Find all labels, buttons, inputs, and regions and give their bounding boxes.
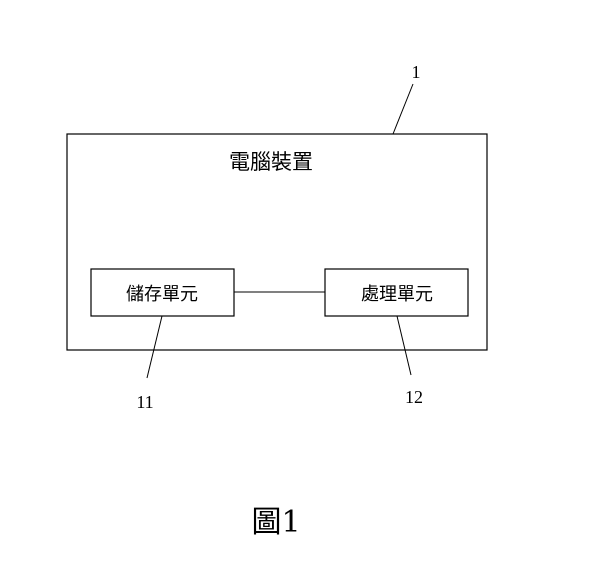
figure-caption: 圖1	[251, 505, 300, 540]
storage-ref-leader-line	[146, 315, 163, 379]
processing-unit-label: 處理單元	[361, 284, 433, 305]
processing-ref-leader-line	[396, 315, 412, 376]
device-ref-number: 1	[412, 62, 421, 82]
storage-unit-box	[90, 268, 235, 317]
processing-unit-box	[324, 268, 469, 317]
device-ref-leader-line	[392, 83, 414, 135]
storage-ref-number: 11	[136, 392, 153, 412]
computer-device-label: 電腦裝置	[229, 150, 313, 174]
storage-unit-label: 儲存單元	[126, 284, 198, 305]
processing-ref-number: 12	[405, 387, 423, 407]
